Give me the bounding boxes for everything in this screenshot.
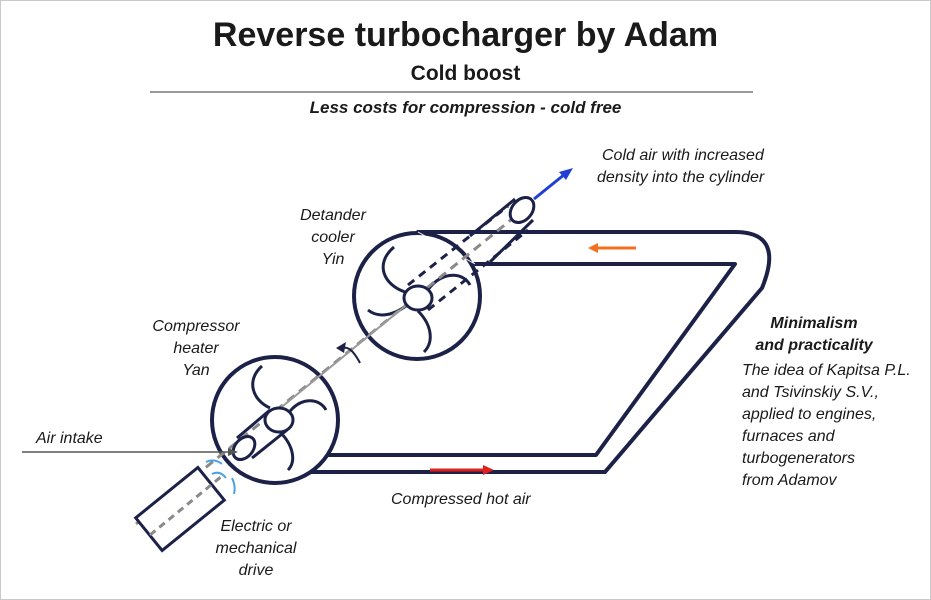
inlet-pipe-top	[236, 408, 271, 440]
compressor-label-line2: heater	[173, 340, 219, 357]
rotation-arrowhead	[336, 342, 346, 353]
detander-duct-mouth	[417, 231, 476, 265]
outlet-pipe-end	[508, 195, 536, 225]
side-note-body-line6: from Adamov	[742, 472, 837, 489]
compressor-label-line1: Compressor	[152, 318, 240, 335]
outlet-pipe-dashed-top	[407, 204, 509, 287]
detander-blade-3	[416, 309, 432, 354]
duct-inner-wall	[320, 262, 737, 457]
compressor-hub	[263, 406, 295, 434]
outlet-pipe-top	[469, 197, 516, 238]
title-divider	[150, 91, 753, 93]
intake-puff-3	[231, 477, 236, 495]
air-intake-label: Air intake	[36, 430, 103, 447]
side-note-heading-line2: and practicality	[755, 337, 873, 354]
cold-air-label-line2: density into the cylinder	[597, 169, 765, 186]
drive-label-line2: mechanical	[215, 540, 297, 557]
cold-air-arrow	[533, 172, 566, 201]
inlet-pipe-end	[231, 434, 257, 462]
diagram-title: Reverse turbocharger by Adam	[212, 16, 719, 54]
detander-label-line2: cooler	[311, 229, 355, 246]
hot-air-arrowhead	[483, 465, 494, 475]
side-note-body-line3: applied to engines,	[742, 406, 877, 423]
outlet-pipe-bottom	[488, 218, 535, 264]
side-note-body-line4: furnaces and	[742, 428, 835, 445]
detander-label-line1: Detander	[300, 207, 366, 224]
intake-puff-2	[211, 471, 227, 479]
side-note-body-line1: The idea of Kapitsa P.L.	[742, 362, 911, 379]
drive-label-line1: Electric or	[220, 518, 292, 535]
return-flow-arrowhead	[588, 243, 598, 253]
side-note-heading-line1: Minimalism	[770, 315, 858, 332]
side-note-body-line5: turbogenerators	[742, 450, 855, 467]
diagram-tagline: Less costs for compression - cold free	[309, 98, 622, 117]
shaft-line	[135, 204, 529, 526]
compressor-blade-2	[286, 399, 328, 415]
detander-label-line3: Yin	[321, 251, 345, 268]
compressed-hot-air-label: Compressed hot air	[391, 491, 531, 508]
side-note-body-line2: and Tsivinskiy S.V.,	[742, 384, 879, 401]
diagram-subtitle: Cold boost	[410, 62, 521, 85]
outlet-pipe-dashed-bottom	[427, 228, 529, 312]
detander-blade-2	[424, 273, 472, 294]
air-intake-arrowhead	[228, 448, 238, 456]
duct-outer-wall	[300, 230, 772, 474]
compressor-blade-1	[251, 364, 271, 410]
compressor-blade-3	[278, 430, 295, 472]
detander-blade-1	[381, 245, 406, 294]
compressor-label-line3: Yan	[182, 362, 210, 379]
cold-air-arrowhead	[559, 168, 573, 180]
inlet-pipe-bottom	[251, 428, 288, 460]
intake-puff-1	[205, 459, 223, 465]
drive-label-line3: drive	[238, 562, 274, 579]
detander-hub	[402, 284, 434, 312]
cold-air-label-line1: Cold air with increased	[602, 147, 764, 164]
drive-shaft-dashed	[149, 474, 223, 537]
shaft-solid	[277, 297, 416, 411]
